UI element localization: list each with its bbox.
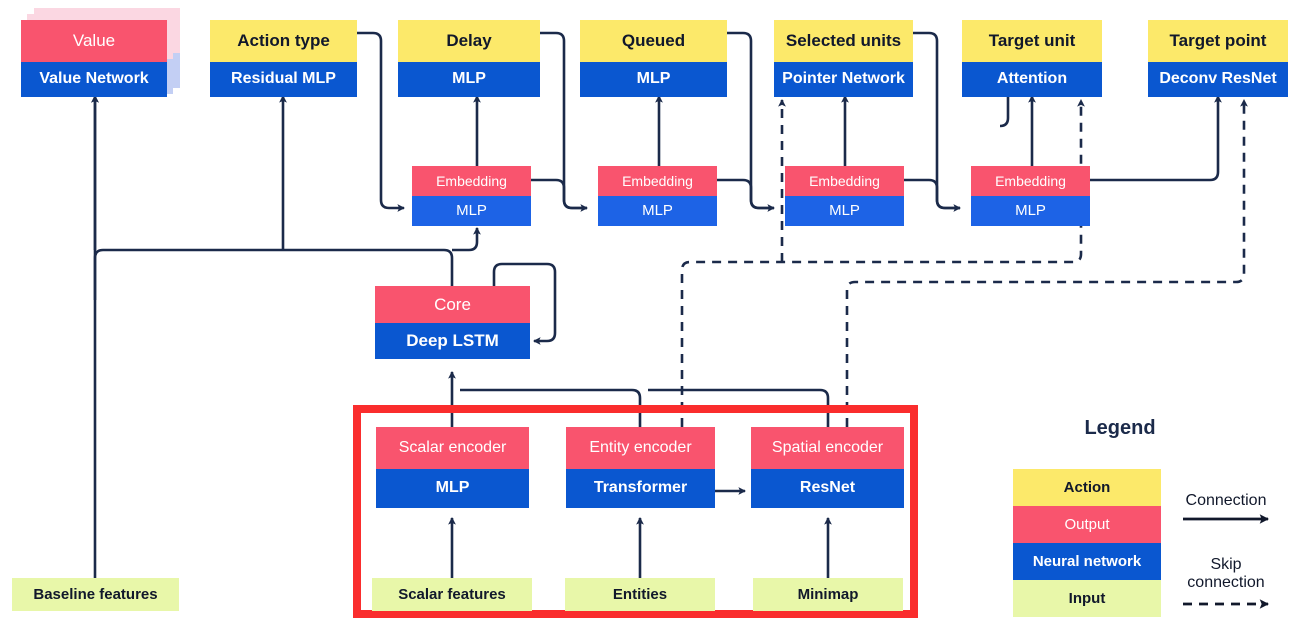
module-scalar-features-label: Scalar features xyxy=(372,578,532,611)
module-embedding-3-bottom: MLP xyxy=(785,196,904,226)
module-embedding-3-top: Embedding xyxy=(785,166,904,196)
module-embedding-1[interactable]: Embedding MLP xyxy=(412,166,531,226)
module-target-point[interactable]: Target point Deconv ResNet xyxy=(1148,20,1288,97)
module-embedding-2[interactable]: Embedding MLP xyxy=(598,166,717,226)
module-spatial-encoder-top: Spatial encoder xyxy=(751,427,904,469)
module-delay-bottom: MLP xyxy=(398,62,540,97)
module-core-bottom: Deep LSTM xyxy=(375,323,530,359)
module-embedding-4[interactable]: Embedding MLP xyxy=(971,166,1090,226)
module-spatial-encoder-bottom: ResNet xyxy=(751,469,904,508)
module-queued-top: Queued xyxy=(580,20,727,62)
module-entities-label: Entities xyxy=(565,578,715,611)
module-queued[interactable]: Queued MLP xyxy=(580,20,727,97)
legend-label-connection: Connection xyxy=(1185,492,1267,509)
module-scalar-encoder-bottom: MLP xyxy=(376,469,529,508)
module-scalar-encoder[interactable]: Scalar encoder MLP xyxy=(376,427,529,508)
module-action-type[interactable]: Action type Residual MLP xyxy=(210,20,357,97)
module-embedding-3[interactable]: Embedding MLP xyxy=(785,166,904,226)
module-selected-units-bottom: Pointer Network xyxy=(774,62,913,97)
module-value-network[interactable]: Value Value Network xyxy=(21,20,167,97)
legend-swatch-column: Action Output Neural network Input xyxy=(1013,469,1161,617)
module-embedding-2-top: Embedding xyxy=(598,166,717,196)
module-action-type-top: Action type xyxy=(210,20,357,62)
module-baseline-features[interactable]: Baseline features xyxy=(12,578,179,611)
legend-title: Legend xyxy=(1084,417,1156,439)
module-target-point-top: Target point xyxy=(1148,20,1288,62)
legend-swatch-neural-network: Neural network xyxy=(1013,543,1161,580)
module-embedding-2-bottom: MLP xyxy=(598,196,717,226)
module-entity-encoder-bottom: Transformer xyxy=(566,469,715,508)
legend-swatch-action: Action xyxy=(1013,469,1161,506)
legend-swatch-output: Output xyxy=(1013,506,1161,543)
module-delay[interactable]: Delay MLP xyxy=(398,20,540,97)
module-embedding-1-top: Embedding xyxy=(412,166,531,196)
module-action-type-bottom: Residual MLP xyxy=(210,62,357,97)
module-embedding-1-bottom: MLP xyxy=(412,196,531,226)
skip-connections xyxy=(680,98,1248,443)
module-entity-encoder[interactable]: Entity encoder Transformer xyxy=(566,427,715,508)
module-delay-top: Delay xyxy=(398,20,540,62)
module-scalar-features[interactable]: Scalar features xyxy=(372,578,532,611)
module-value-network-top: Value xyxy=(21,20,167,62)
legend-swatch-input: Input xyxy=(1013,580,1161,617)
module-spatial-encoder[interactable]: Spatial encoder ResNet xyxy=(751,427,904,508)
module-entity-encoder-top: Entity encoder xyxy=(566,427,715,469)
module-core[interactable]: Core Deep LSTM xyxy=(375,286,530,359)
module-entities[interactable]: Entities xyxy=(565,578,715,611)
module-target-point-bottom: Deconv ResNet xyxy=(1148,62,1288,97)
module-selected-units[interactable]: Selected units Pointer Network xyxy=(774,20,913,97)
module-core-top: Core xyxy=(375,286,530,323)
module-target-unit-bottom: Attention xyxy=(962,62,1102,97)
module-value-network-bottom: Value Network xyxy=(21,62,167,97)
module-target-unit-top: Target unit xyxy=(962,20,1102,62)
module-minimap[interactable]: Minimap xyxy=(753,578,903,611)
module-scalar-encoder-top: Scalar encoder xyxy=(376,427,529,469)
legend-label-skip-connection: Skip connection xyxy=(1187,556,1265,592)
module-baseline-features-label: Baseline features xyxy=(12,578,179,611)
module-target-unit[interactable]: Target unit Attention xyxy=(962,20,1102,97)
module-selected-units-top: Selected units xyxy=(774,20,913,62)
module-embedding-4-top: Embedding xyxy=(971,166,1090,196)
module-embedding-4-bottom: MLP xyxy=(971,196,1090,226)
module-queued-bottom: MLP xyxy=(580,62,727,97)
module-minimap-label: Minimap xyxy=(753,578,903,611)
